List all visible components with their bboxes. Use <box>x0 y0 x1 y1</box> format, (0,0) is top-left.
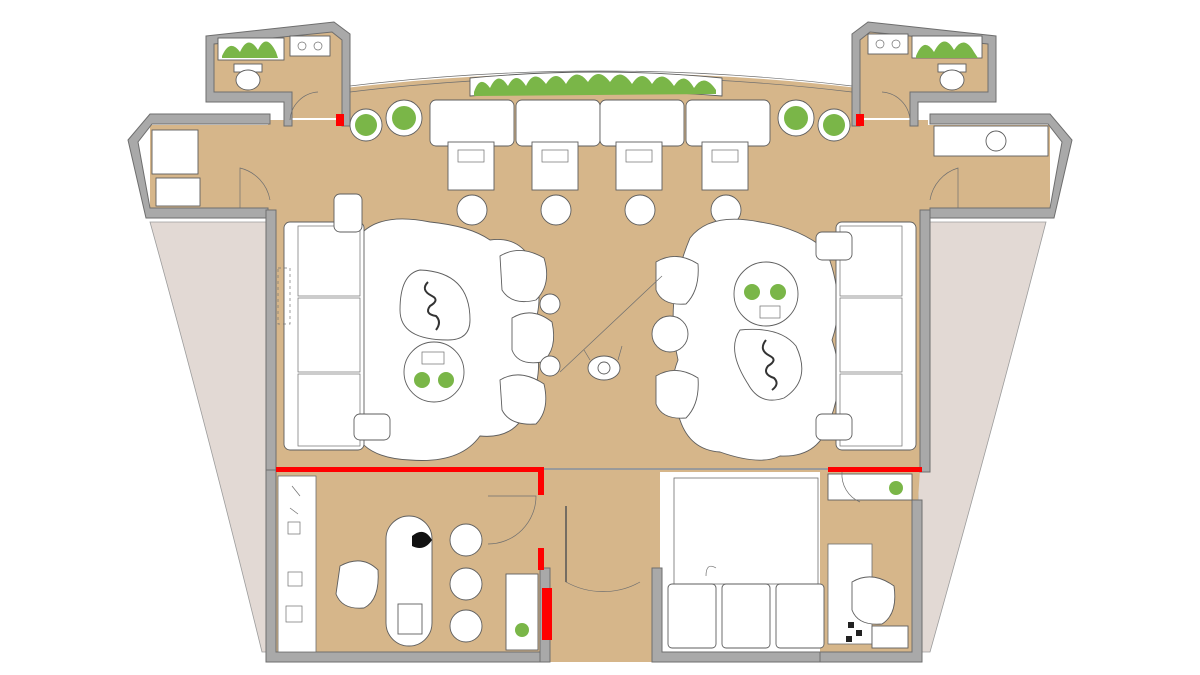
sofa-icon <box>815 221 917 451</box>
red-wall-right <box>828 467 922 472</box>
left-restroom <box>217 35 331 121</box>
left-facade-glazing <box>149 221 275 653</box>
right-restroom <box>867 33 983 121</box>
bench-sofa <box>429 99 771 147</box>
top-facade-line <box>349 70 853 87</box>
left-wing-cabinet <box>151 129 199 175</box>
wall-left-restroom <box>205 21 351 127</box>
meeting-chairs <box>449 523 483 643</box>
diagonal-guide <box>559 275 663 373</box>
waiting-chairs <box>667 583 825 649</box>
door-swing-icon <box>881 91 911 121</box>
stool-icon <box>539 293 561 377</box>
side-table-left <box>403 341 465 403</box>
red-wall-meeting-top <box>276 467 544 472</box>
red-wall-meeting-side <box>538 467 544 495</box>
toilet-icon <box>233 63 263 91</box>
sink-icon <box>289 35 331 57</box>
cable-doodle <box>423 281 440 331</box>
armchair-icon <box>499 250 555 425</box>
sink-icon <box>867 33 909 55</box>
door-swing-icon <box>565 506 641 592</box>
armchair-icon <box>655 256 699 419</box>
cable-doodle <box>412 531 432 548</box>
lamp-icon <box>705 565 717 577</box>
toilet-icon <box>937 63 967 91</box>
sofa-icon <box>283 193 391 451</box>
armchair-icon <box>335 560 379 609</box>
meeting-cabinet <box>505 573 539 651</box>
wall-marker-dashed <box>277 267 291 325</box>
door-swing-icon <box>841 471 861 503</box>
wall-right-column <box>919 209 931 473</box>
wall-left-column <box>265 209 277 471</box>
wall-right-restroom <box>851 21 997 127</box>
stool-icon <box>456 194 742 226</box>
plant-icon <box>474 74 716 96</box>
wall-right-wing <box>929 113 1073 219</box>
red-wall-meeting-mid <box>538 548 544 570</box>
right-facade-glazing <box>917 221 1047 653</box>
sink-icon <box>985 130 1007 152</box>
coffee-table-left <box>399 269 471 341</box>
red-wall-top-right <box>856 114 864 126</box>
plant-icon <box>285 485 303 623</box>
workstation-desks <box>447 141 749 191</box>
door-swing-icon <box>929 167 959 208</box>
cable-doodle <box>761 339 778 391</box>
meeting-room-side-panel <box>277 475 317 653</box>
door-swing-icon <box>289 91 319 121</box>
wall-right-lower <box>819 499 923 663</box>
stool-icon <box>846 622 862 642</box>
plant-icon <box>349 99 851 142</box>
reception-counter <box>673 477 819 585</box>
wall-left-wing <box>127 113 271 219</box>
left-wing-cabinet-low <box>155 177 201 207</box>
door-swing-icon <box>239 167 271 208</box>
round-table-right <box>651 315 689 353</box>
office-cabinet <box>871 625 909 649</box>
red-wall-top-left <box>336 114 344 126</box>
red-wall-meeting-low <box>542 588 552 640</box>
side-table-right <box>733 261 799 327</box>
meeting-device <box>397 603 423 635</box>
door-swing-icon <box>487 495 537 545</box>
armchair-icon <box>851 576 896 625</box>
person-icon <box>583 345 623 381</box>
